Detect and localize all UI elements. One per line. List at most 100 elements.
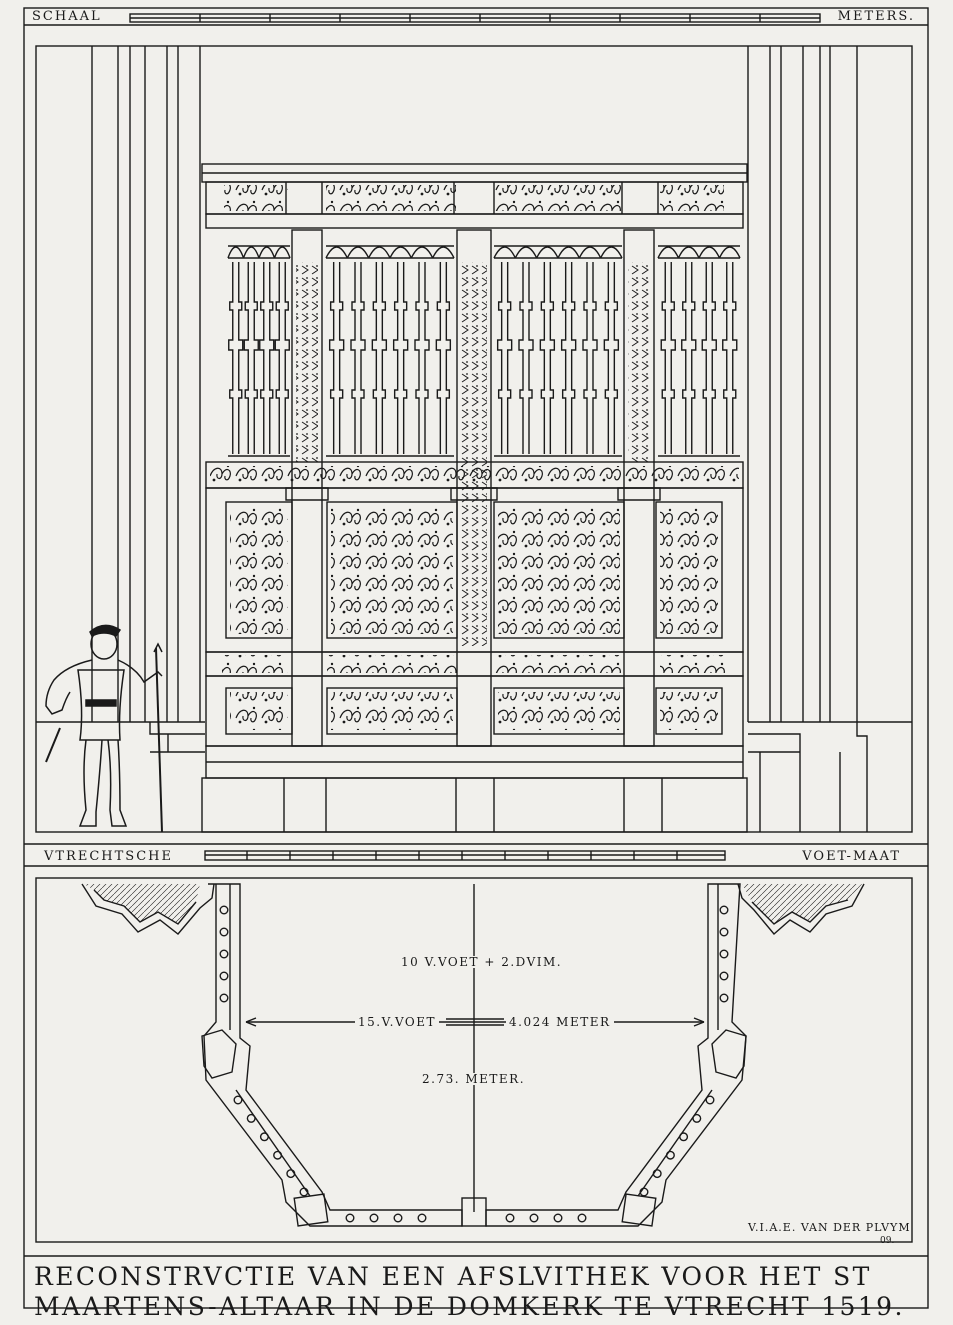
meters-label: METERS.	[837, 9, 915, 24]
baluster	[328, 262, 345, 454]
baluster-position	[417, 1213, 427, 1223]
utrecht-foot-label: VTRECHTSCHE	[44, 849, 173, 864]
baluster-position	[299, 1187, 309, 1197]
baluster-position	[652, 1169, 662, 1179]
baluster-position	[273, 1150, 283, 1160]
lower-panels	[205, 651, 744, 747]
baluster-position	[719, 927, 729, 937]
arch	[698, 246, 721, 259]
arch	[578, 246, 602, 259]
arch	[557, 246, 580, 259]
arch	[514, 246, 538, 259]
dimension-depth-meters: 4.024 METER	[506, 1016, 614, 1028]
baluster	[603, 262, 620, 454]
baluster-position	[219, 971, 229, 981]
baluster	[435, 262, 452, 454]
baluster-position	[286, 1169, 296, 1179]
artist-signature: V.I.A.E. VAN DER PLVYM	[748, 1221, 911, 1234]
baluster-position	[219, 993, 229, 1003]
arch	[273, 246, 291, 259]
arch	[432, 246, 455, 259]
baluster-position	[219, 927, 229, 937]
arch	[258, 246, 276, 259]
foot-measure-label: VOET-MAAT	[802, 849, 901, 864]
plan-screen-outline	[201, 883, 747, 1227]
bottom-scale-bar	[24, 843, 928, 867]
title-line-2: MAARTENS-ALTAAR IN DE DOMKERK TE VTRECHT…	[34, 1292, 905, 1321]
arch	[389, 246, 412, 259]
baluster-position	[369, 1213, 379, 1223]
baluster-position	[345, 1213, 355, 1223]
plan-frame	[35, 877, 913, 1243]
arch	[657, 246, 680, 259]
baluster	[681, 262, 697, 454]
baluster-position	[529, 1213, 539, 1223]
arch	[718, 246, 741, 259]
title-line-1: RECONSTRVCTIE VAN EEN AFSLVITHEK VOOR HE…	[34, 1262, 872, 1291]
screen-posts	[285, 229, 661, 747]
arcade-rail	[658, 245, 740, 457]
arch	[677, 246, 700, 259]
arch	[493, 246, 516, 259]
screen-plinth	[201, 745, 748, 833]
baluster	[371, 262, 388, 454]
baluster	[660, 262, 676, 454]
baluster-position	[219, 949, 229, 959]
baluster-position	[259, 1132, 269, 1142]
arcade	[227, 245, 741, 457]
baluster-position	[719, 949, 729, 959]
arcade-rail	[228, 245, 290, 457]
right-pilasters	[747, 46, 912, 832]
cornice	[201, 163, 748, 229]
human-figure	[45, 624, 163, 833]
baluster	[496, 262, 513, 454]
baluster	[414, 262, 430, 454]
arch	[325, 246, 348, 259]
baluster-position	[233, 1095, 243, 1105]
baluster-position	[692, 1113, 702, 1123]
arcade-rail	[494, 245, 622, 457]
dimension-width-meters: 2.73. METER.	[419, 1073, 529, 1085]
plan-baluster-positions	[219, 905, 729, 1223]
arch	[227, 246, 245, 259]
dimension-width-feet: 10 V.VOET + 2.DVIM.	[398, 956, 566, 968]
arcade-rail	[326, 245, 454, 457]
baluster	[518, 262, 534, 454]
arch	[536, 246, 559, 259]
baluster	[392, 262, 409, 454]
baluster-position	[577, 1213, 587, 1223]
baluster-position	[719, 993, 729, 1003]
dimension-depth-feet: 15.V.VOET	[355, 1016, 440, 1028]
baluster	[539, 262, 556, 454]
plan-wall-hatch	[84, 884, 862, 924]
baluster	[228, 262, 244, 454]
baluster	[350, 262, 366, 454]
baluster-position	[505, 1213, 515, 1223]
baluster-position	[665, 1150, 675, 1160]
arch	[368, 246, 391, 259]
scale-label: SCHAAL	[32, 9, 102, 24]
plan-dimension-lines	[245, 884, 705, 1212]
baluster-position	[705, 1095, 715, 1105]
baluster-position	[246, 1113, 256, 1123]
baluster	[243, 262, 259, 454]
top-scale-bar	[24, 13, 928, 26]
title-block: RECONSTRVCTIE VAN EEN AFSLVITHEK VOOR HE…	[28, 1262, 928, 1322]
baluster	[259, 262, 275, 454]
baluster	[701, 262, 717, 454]
left-pilasters	[36, 46, 205, 753]
baluster-position	[719, 905, 729, 915]
baluster-position	[639, 1187, 649, 1197]
baluster-position	[553, 1213, 563, 1223]
baluster	[274, 262, 290, 454]
baluster	[722, 262, 738, 454]
baluster	[560, 262, 577, 454]
arch	[242, 246, 260, 259]
baluster-position	[719, 971, 729, 981]
baluster-position	[393, 1213, 403, 1223]
balusters	[228, 262, 738, 454]
arch	[346, 246, 370, 259]
baluster-position	[219, 905, 229, 915]
baluster-position	[679, 1132, 689, 1142]
